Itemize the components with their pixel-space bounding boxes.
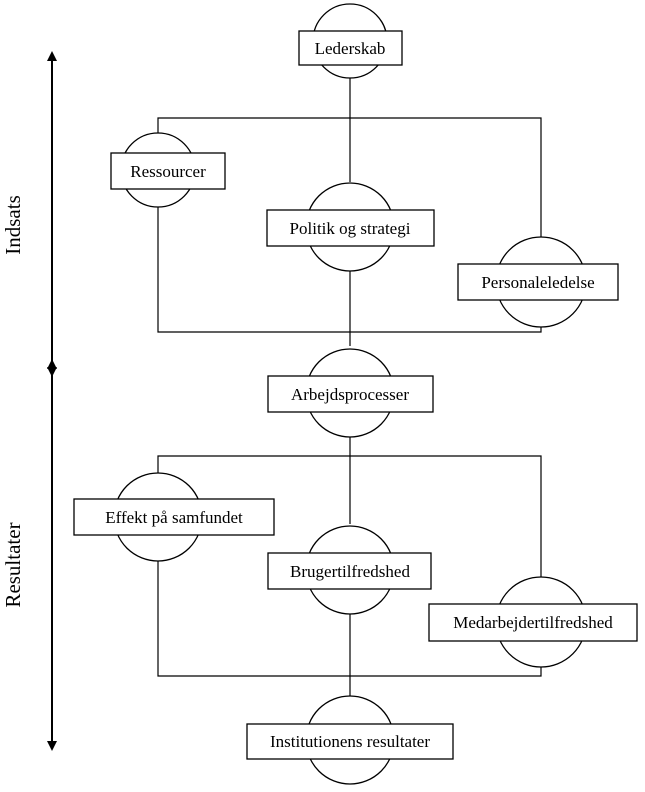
boxes xyxy=(73,30,638,760)
arbejdsprocesser-label: Arbejdsprocesser xyxy=(291,385,409,404)
medarbejdertilfredshed-box xyxy=(428,603,638,642)
resultater-label: Resultater xyxy=(1,522,25,607)
arbejdsprocesser-box xyxy=(267,375,434,413)
effekt-label: Effekt på samfundet xyxy=(105,508,243,527)
effekt-box xyxy=(73,498,275,536)
lederskab-box xyxy=(298,30,403,66)
ressourcer-label: Ressourcer xyxy=(130,162,206,181)
politik-box xyxy=(266,209,435,247)
lederskab-label: Lederskab xyxy=(315,39,386,58)
institutionens-box xyxy=(246,723,454,760)
personaleledelse-box xyxy=(457,263,619,301)
personaleledelse-label: Personaleledelse xyxy=(481,273,594,292)
brugertilfredshed-label: Brugertilfredshed xyxy=(290,562,410,581)
indsats-label: Indsats xyxy=(1,195,25,255)
institutionens-label: Institutionens resultater xyxy=(270,732,430,751)
brugertilfredshed-box xyxy=(267,552,432,590)
medarbejdertilfredshed-label: Medarbejdertilfredshed xyxy=(453,613,613,632)
politik-label: Politik og strategi xyxy=(290,219,411,238)
ressourcer-box xyxy=(110,152,226,190)
